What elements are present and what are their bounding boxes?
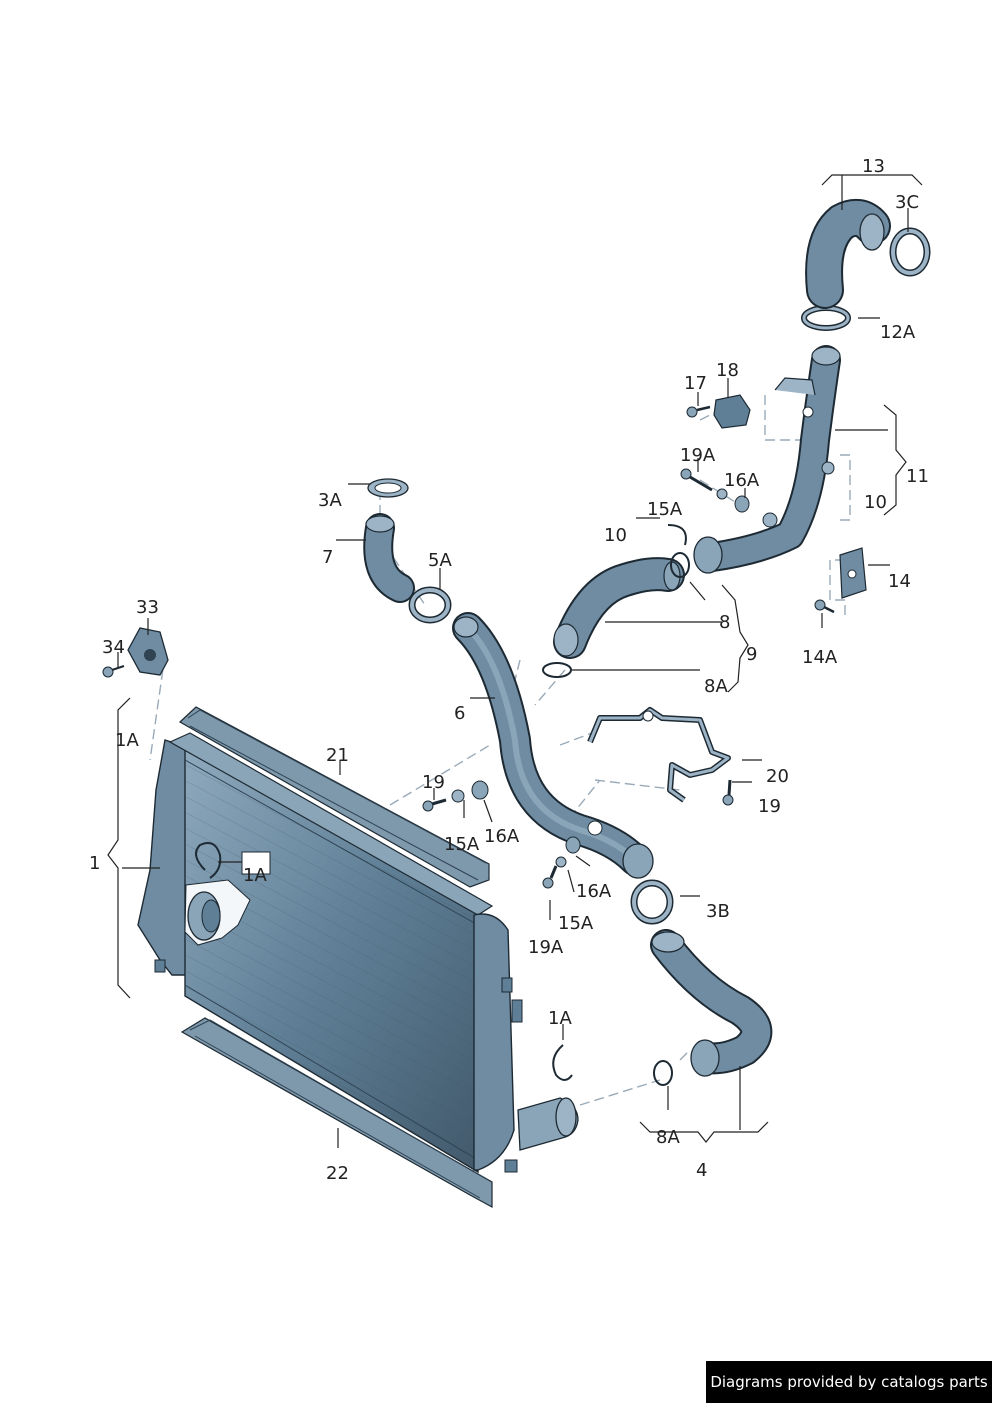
label-19-right: 19 [758, 796, 781, 817]
label-7: 7 [322, 547, 333, 568]
hose-4 [650, 929, 773, 1077]
lower-seal-strip [180, 1017, 493, 1209]
label-1a-box: 1A [243, 865, 267, 886]
washer-15a-low [555, 856, 567, 868]
label-19a-low: 19A [528, 937, 564, 958]
hose-clamp-3b [630, 879, 674, 925]
label-19-mid: 19 [422, 772, 445, 793]
bolt-19-mid [422, 798, 447, 812]
label-1: 1 [89, 853, 100, 874]
bolt-19a-top [680, 468, 713, 492]
label-9: 9 [746, 644, 757, 665]
hose-7 [363, 513, 415, 603]
part-labels: 13 3C 12A 18 17 11 10 19A 16A 15A 10 14 … [89, 156, 929, 1184]
hose-clamp-3c [889, 227, 931, 277]
label-3a: 3A [318, 490, 342, 511]
label-15a-low: 15A [558, 913, 594, 934]
bushing-16a-low [565, 836, 581, 854]
washer-15a-mid [451, 789, 465, 803]
label-34: 34 [102, 637, 125, 658]
elbow-hose-13 [805, 198, 891, 309]
bolt-19-right [722, 779, 734, 806]
label-4: 4 [696, 1160, 707, 1181]
o-ring-8a-bottom [653, 1060, 673, 1086]
label-8: 8 [719, 612, 730, 633]
bracket-14 [839, 547, 867, 599]
bushing-16a-top [734, 495, 750, 513]
label-1a-left: 1A [115, 730, 139, 751]
upper-seal-strip [178, 706, 490, 888]
footer-banner: Diagrams provided by catalogs parts [706, 1361, 992, 1403]
hose-clamp-12a [801, 305, 851, 331]
charge-pipe-11 [693, 345, 841, 574]
label-14a: 14A [802, 647, 838, 668]
o-ring-8a-top [542, 662, 572, 678]
hose-clamp-3a-left [367, 478, 409, 498]
hose-8 [553, 557, 685, 659]
label-6: 6 [454, 703, 465, 724]
label-5a: 5A [428, 550, 452, 571]
label-8a-bottom: 8A [656, 1127, 680, 1148]
label-14: 14 [888, 571, 911, 592]
leader-lines [107, 174, 923, 1148]
pressure-pipe-6 [452, 612, 654, 879]
label-16a-low: 16A [576, 881, 612, 902]
bolt-19a-low [542, 865, 558, 889]
label-3c: 3C [895, 192, 919, 213]
label-13: 13 [862, 156, 885, 177]
bracket-20 [587, 707, 731, 803]
label-22: 22 [326, 1163, 349, 1184]
bolt-14a [814, 599, 835, 614]
label-21: 21 [326, 745, 349, 766]
label-1a-bottom: 1A [548, 1008, 572, 1029]
label-33: 33 [136, 597, 159, 618]
label-10-left: 10 [604, 525, 627, 546]
label-20: 20 [766, 766, 789, 787]
washer-top [716, 488, 728, 500]
mounting-bracket [127, 627, 169, 676]
label-19a-top: 19A [680, 445, 716, 466]
o-ring-15a [667, 524, 690, 578]
o-ring-1a-bottom [552, 1044, 573, 1081]
label-11: 11 [906, 466, 929, 487]
label-3b: 3B [706, 901, 730, 922]
bushing-16a-mid [471, 780, 489, 800]
label-18: 18 [716, 360, 739, 381]
label-10-right: 10 [864, 492, 887, 513]
label-16a-top: 16A [724, 470, 760, 491]
label-16a-mid: 16A [484, 826, 520, 847]
label-12a: 12A [880, 322, 916, 343]
bracket-screw [102, 665, 125, 678]
label-8a-top: 8A [704, 676, 728, 697]
label-17: 17 [684, 373, 707, 394]
label-15a-top: 15A [647, 499, 683, 520]
pressure-sensor-18 [713, 394, 751, 429]
hose-clamp-5a [408, 586, 452, 624]
bolt-17 [686, 405, 711, 418]
label-15a-mid: 15A [444, 834, 480, 855]
